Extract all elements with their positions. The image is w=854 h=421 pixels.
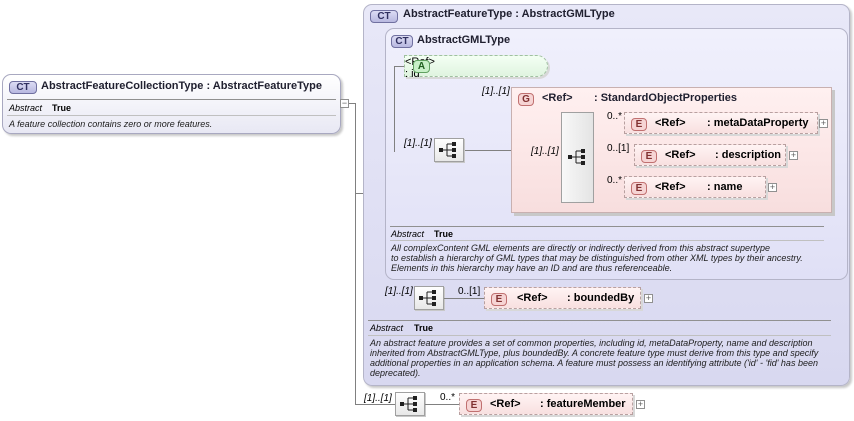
- connector-line: [425, 404, 459, 405]
- doc-line: inherited from AbstractGMLType, plus bou…: [370, 348, 819, 358]
- doc-line: Elements in this hierarchy may have an I…: [391, 263, 673, 273]
- element-badge: E: [641, 150, 657, 163]
- connector-line: [394, 66, 404, 67]
- sequence-compositor[interactable]: [434, 138, 464, 162]
- expand-toggle[interactable]: +: [768, 182, 777, 192]
- sequence-compositor[interactable]: [395, 392, 425, 416]
- element-cardinality: 0..[1]: [607, 143, 630, 154]
- expand-toggle[interactable]: +: [636, 399, 645, 409]
- group-ref: <Ref>: [542, 92, 573, 104]
- connector-line: [355, 103, 356, 404]
- element-cardinality: 0..[1]: [458, 286, 481, 297]
- element-metadataproperty[interactable]: E <Ref> : metaDataProperty: [624, 112, 818, 134]
- divider: [368, 335, 831, 336]
- sequence-cardinality: [1]..[1]: [404, 138, 432, 149]
- complex-type-badge: CT: [391, 35, 413, 48]
- sequence-cardinality: [1]..[1]: [531, 146, 559, 157]
- gml-type-doc: All complexContent GML elements are dire…: [391, 243, 803, 273]
- abstract-property-key: Abstract: [9, 103, 43, 113]
- expand-toggle[interactable]: +: [819, 118, 828, 128]
- sequence-icon: [400, 396, 417, 412]
- doc-line: to establish a hierarchy of GML types th…: [391, 253, 803, 263]
- sequence-compositor[interactable]: [414, 286, 444, 310]
- group-name: : StandardObjectProperties: [594, 92, 738, 104]
- element-cardinality: 0..*: [607, 111, 623, 122]
- root-doc: A feature collection contains zero or mo…: [9, 119, 213, 129]
- element-ref: <Ref>: [665, 149, 696, 161]
- abstract-property-key: Abstract: [391, 229, 425, 239]
- abstract-property-value: True: [414, 323, 434, 333]
- element-ref: <Ref>: [490, 398, 521, 410]
- feature-type-doc: An abstract feature provides a set of co…: [370, 338, 818, 378]
- element-badge: E: [631, 118, 647, 131]
- element-name-box[interactable]: E <Ref> : name: [624, 176, 766, 198]
- expand-toggle[interactable]: +: [644, 293, 653, 303]
- doc-line: additional properties in an application …: [370, 358, 818, 368]
- doc-line: An abstract feature provides a set of co…: [370, 338, 813, 348]
- element-name: : name: [707, 181, 743, 193]
- attribute-badge: A: [413, 60, 430, 73]
- abstract-property-key: Abstract: [370, 323, 404, 333]
- connector-line: [444, 298, 484, 299]
- connector-line: [355, 193, 367, 194]
- feature-type-title: AbstractFeatureType : AbstractGMLType: [403, 8, 615, 20]
- sequence-compositor[interactable]: [561, 112, 594, 203]
- group-cardinality: [1]..[1]: [482, 86, 510, 97]
- element-ref: <Ref>: [655, 117, 686, 129]
- connector-line: [394, 66, 395, 152]
- element-badge: E: [466, 399, 482, 412]
- element-ref: <Ref>: [517, 292, 548, 304]
- divider: [368, 320, 831, 321]
- divider: [390, 226, 824, 227]
- sequence-cardinality: [1]..[1]: [364, 393, 392, 404]
- element-name: : description: [715, 149, 782, 161]
- element-badge: E: [491, 293, 507, 306]
- complex-type-badge: CT: [9, 81, 37, 94]
- element-name: : boundedBy: [567, 292, 635, 304]
- element-cardinality: 0..*: [607, 175, 623, 186]
- element-name: : featureMember: [540, 398, 626, 410]
- sequence-icon: [439, 142, 456, 158]
- root-type-title: AbstractFeatureCollectionType : Abstract…: [41, 80, 322, 92]
- element-cardinality: 0..*: [440, 392, 456, 403]
- collapse-toggle[interactable]: −: [340, 98, 349, 108]
- root-complex-type[interactable]: CT AbstractFeatureCollectionType : Abstr…: [2, 74, 341, 134]
- expand-toggle[interactable]: +: [789, 150, 798, 160]
- element-ref: <Ref>: [655, 181, 686, 193]
- divider: [390, 240, 824, 241]
- sequence-icon: [568, 149, 585, 165]
- connector-line: [355, 404, 395, 405]
- element-featuremember[interactable]: E <Ref> : featureMember: [459, 393, 633, 415]
- sequence-cardinality: [1]..[1]: [385, 286, 413, 297]
- complex-type-badge: CT: [370, 10, 398, 23]
- abstract-property-value: True: [52, 103, 72, 113]
- attribute-id[interactable]: A <Ref> : id: [404, 55, 548, 80]
- element-name: : metaDataProperty: [707, 117, 809, 129]
- group-badge: G: [518, 93, 534, 106]
- sequence-icon: [419, 290, 436, 306]
- doc-line: deprecated).: [370, 368, 421, 378]
- doc-line: All complexContent GML elements are dire…: [391, 243, 770, 253]
- divider: [7, 99, 336, 100]
- element-boundedby[interactable]: E <Ref> : boundedBy: [484, 287, 641, 309]
- abstract-property-value: True: [434, 229, 454, 239]
- gml-type-title: AbstractGMLType: [417, 34, 511, 46]
- element-description[interactable]: E <Ref> : description: [634, 144, 786, 166]
- element-badge: E: [631, 182, 647, 195]
- divider: [7, 115, 336, 116]
